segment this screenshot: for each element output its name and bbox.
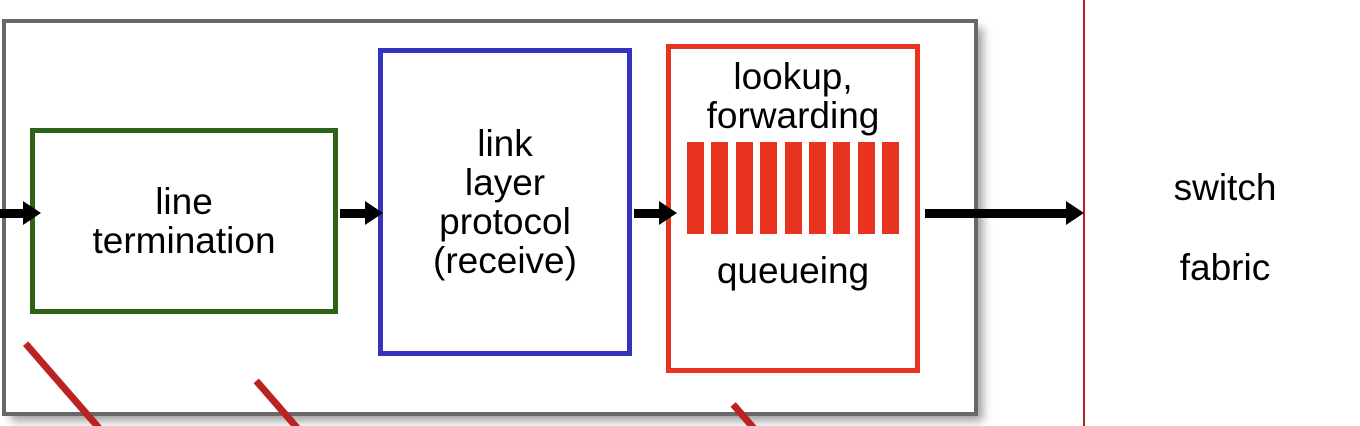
switch-fabric-label: switch fabric <box>1120 168 1330 288</box>
arrow-incoming-line <box>0 201 41 225</box>
link-layer-label-line-3: protocol <box>439 201 571 242</box>
packet-queue-bars <box>687 142 899 235</box>
switch-fabric-label-line-1: switch <box>1173 167 1277 208</box>
arrow-line-termination-to-link-layer <box>340 201 383 225</box>
queue-bar <box>687 142 704 235</box>
line-termination-label-line-1: line <box>155 180 213 222</box>
lookup-forwarding-label-line-1: lookup, <box>733 56 853 97</box>
link-layer-label-line-4: (receive) <box>433 240 577 282</box>
line-termination-box: line termination <box>30 128 338 314</box>
queue-bar <box>808 142 826 235</box>
link-layer-label-line-1: link <box>477 122 533 164</box>
arrow-link-layer-to-lookup-forwarding <box>634 201 677 225</box>
queue-bar <box>784 142 802 235</box>
queue-bar <box>760 142 778 235</box>
queueing-label: queueing <box>716 250 870 292</box>
line-termination-label-line-2: termination <box>92 220 276 261</box>
queue-bar <box>882 142 899 235</box>
queue-bar <box>833 142 851 235</box>
arrow-lookup-forwarding-to-switch-fabric <box>925 201 1084 225</box>
switch-fabric-divider-line <box>1083 0 1085 426</box>
lookup-forwarding-label-line-2: forwarding <box>706 95 880 137</box>
lookup-forwarding-queueing-box: lookup, forwarding queueing <box>666 44 920 373</box>
queue-bar <box>735 142 753 235</box>
link-layer-protocol-box: link layer protocol (receive) <box>378 48 632 356</box>
queue-bar <box>711 142 729 235</box>
queue-bar <box>857 142 875 235</box>
switch-fabric-label-line-2: fabric <box>1179 246 1271 288</box>
link-layer-label-line-2: layer <box>464 161 546 203</box>
